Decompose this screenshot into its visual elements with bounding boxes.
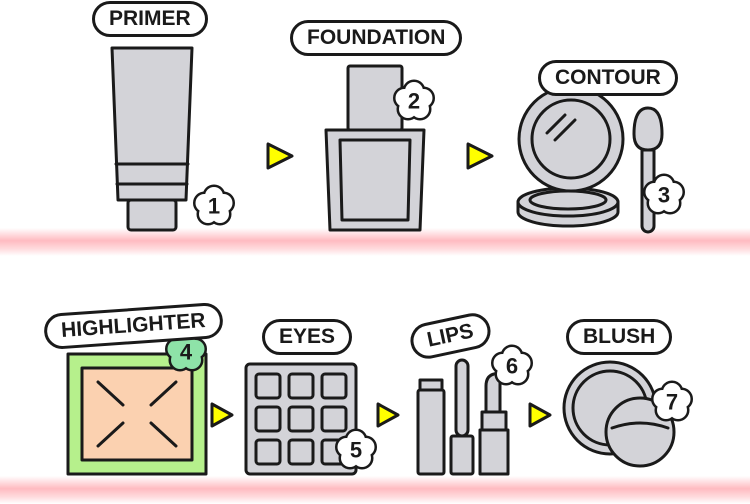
- step-number: 3: [658, 183, 670, 208]
- foundation-bottle: [324, 64, 426, 232]
- step-badge-5: 5: [338, 431, 375, 467]
- highlighter-palette: [66, 352, 208, 476]
- step-number: 7: [666, 390, 678, 415]
- lip-gloss-tube: [416, 378, 446, 476]
- step-badge-4: 4: [168, 333, 205, 369]
- step-badge-1: 1: [196, 187, 233, 223]
- arrow-right-icon: [528, 402, 552, 428]
- arrow-right-icon: [376, 402, 400, 428]
- top-shelf: [0, 228, 750, 256]
- step-badge-3: 3: [646, 176, 683, 212]
- step-label-foundation: FOUNDATION: [290, 20, 463, 56]
- arrow-right-icon: [266, 142, 294, 170]
- step-badge-7: 7: [654, 383, 691, 419]
- step-label-primer: PRIMER: [92, 1, 208, 37]
- step-badge-2: 2: [396, 82, 433, 118]
- lipstick: [478, 370, 510, 476]
- step-number: 2: [408, 89, 420, 114]
- contour-compact: [516, 85, 625, 228]
- step-number: 5: [350, 438, 362, 463]
- step-label-blush: BLUSH: [566, 319, 673, 355]
- step-badge-6: 6: [494, 347, 531, 383]
- step-number: 4: [180, 340, 193, 365]
- arrow-right-icon: [210, 402, 234, 428]
- primer-tube: [110, 46, 194, 232]
- step-label-eyes: EYES: [262, 319, 353, 355]
- step-number: 1: [208, 194, 220, 219]
- arrow-right-icon: [466, 142, 494, 170]
- bottom-shelf: [0, 476, 750, 504]
- step-number: 6: [506, 354, 518, 379]
- lip-gloss-wand: [449, 358, 475, 476]
- step-label-contour: CONTOUR: [538, 60, 678, 96]
